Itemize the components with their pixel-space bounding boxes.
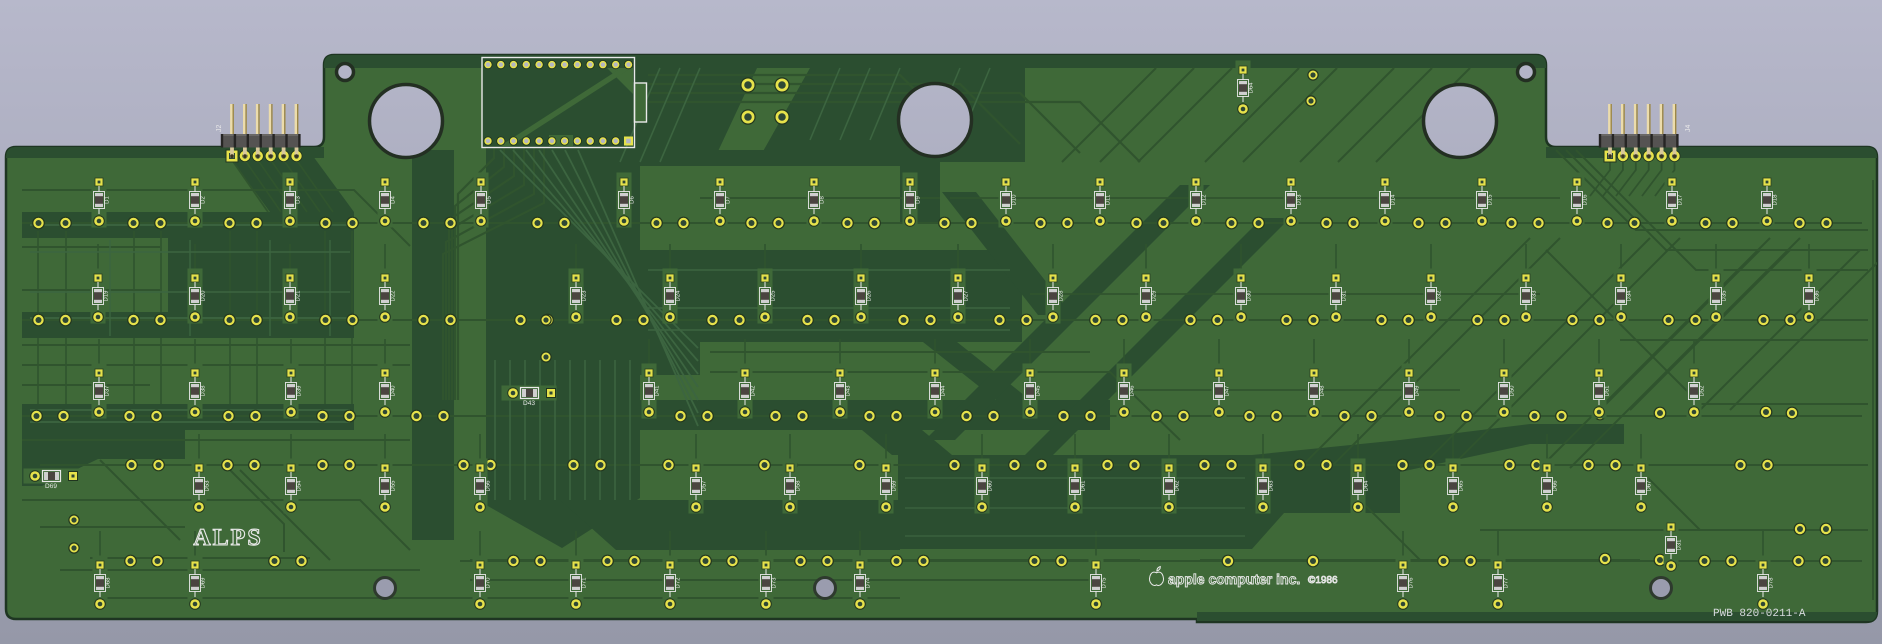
svg-text:D18: D18 <box>1772 194 1779 206</box>
svg-text:D23: D23 <box>581 290 588 302</box>
svg-text:©1986: ©1986 <box>1308 575 1338 586</box>
svg-text:D8: D8 <box>819 196 826 204</box>
svg-text:D72: D72 <box>675 577 682 589</box>
svg-text:D24: D24 <box>675 290 682 302</box>
svg-text:D73: D73 <box>771 577 778 589</box>
svg-text:D52: D52 <box>1699 385 1706 397</box>
svg-text:D36: D36 <box>1814 290 1821 302</box>
svg-text:D9: D9 <box>915 196 922 204</box>
svg-text:PWB 820-0211-A: PWB 820-0211-A <box>1713 608 1806 620</box>
svg-text:J4: J4 <box>1685 125 1692 133</box>
svg-text:D28: D28 <box>1058 290 1065 302</box>
svg-text:D70: D70 <box>485 577 492 589</box>
svg-text:D25: D25 <box>770 290 777 302</box>
svg-text:D53: D53 <box>204 480 211 492</box>
svg-text:D76: D76 <box>1408 577 1415 589</box>
svg-text:D17: D17 <box>1677 194 1684 206</box>
svg-text:D16: D16 <box>1582 194 1589 206</box>
svg-text:D4: D4 <box>390 196 397 204</box>
svg-text:D30: D30 <box>1246 290 1253 302</box>
svg-text:D56: D56 <box>485 480 492 492</box>
svg-text:D45: D45 <box>1035 385 1042 397</box>
svg-text:D61: D61 <box>1080 480 1087 492</box>
svg-text:D10: D10 <box>1011 194 1018 206</box>
svg-text:D7: D7 <box>725 196 732 204</box>
svg-text:D54: D54 <box>296 480 303 492</box>
svg-text:ALPS: ALPS <box>193 525 262 551</box>
svg-text:D60: D60 <box>987 480 994 492</box>
svg-text:D46: D46 <box>1129 385 1136 397</box>
svg-text:D48: D48 <box>1319 385 1326 397</box>
svg-text:D65: D65 <box>1458 480 1465 492</box>
svg-text:D27: D27 <box>963 290 970 302</box>
svg-text:D11: D11 <box>1105 194 1112 205</box>
svg-text:D74: D74 <box>865 577 872 589</box>
svg-text:D34: D34 <box>1626 290 1633 302</box>
svg-text:D22: D22 <box>390 290 397 302</box>
svg-text:D15: D15 <box>1487 194 1494 206</box>
svg-text:D43: D43 <box>845 385 852 397</box>
svg-text:D71: D71 <box>581 577 588 589</box>
svg-text:D12: D12 <box>1201 194 1208 206</box>
svg-text:apple computer inc.: apple computer inc. <box>1168 571 1300 587</box>
svg-text:D35: D35 <box>1721 290 1728 302</box>
svg-text:D29: D29 <box>1151 290 1158 302</box>
svg-text:D21: D21 <box>295 290 302 302</box>
svg-text:D20: D20 <box>200 290 207 302</box>
svg-text:D63: D63 <box>1268 480 1275 492</box>
svg-text:D47: D47 <box>1224 385 1231 397</box>
svg-text:D5: D5 <box>486 196 493 204</box>
svg-text:D49: D49 <box>1414 385 1421 397</box>
svg-text:D55: D55 <box>390 480 397 492</box>
svg-text:D59: D59 <box>891 480 898 492</box>
svg-text:D58: D58 <box>795 480 802 492</box>
svg-text:D1: D1 <box>104 196 111 204</box>
svg-text:D33: D33 <box>1531 290 1538 302</box>
svg-text:D78: D78 <box>1768 577 1775 589</box>
svg-text:D67: D67 <box>1646 480 1653 492</box>
svg-text:J2: J2 <box>216 125 223 133</box>
svg-text:D3: D3 <box>295 196 302 204</box>
svg-text:D14: D14 <box>1390 194 1397 206</box>
svg-text:D66: D66 <box>1552 480 1559 492</box>
svg-text:D41: D41 <box>654 385 661 397</box>
svg-text:D42: D42 <box>750 385 757 397</box>
svg-text:D19: D19 <box>103 290 110 302</box>
svg-text:D6: D6 <box>629 196 636 204</box>
svg-text:D69: D69 <box>45 483 57 490</box>
svg-text:D13: D13 <box>1296 194 1303 206</box>
svg-text:D51: D51 <box>1604 385 1611 397</box>
svg-text:D77: D77 <box>1503 577 1510 589</box>
svg-text:D39: D39 <box>296 385 303 397</box>
svg-text:D2: D2 <box>200 196 207 204</box>
svg-text:D32: D32 <box>1436 290 1443 302</box>
svg-text:D64: D64 <box>1363 480 1370 492</box>
svg-text:D75: D75 <box>1101 577 1108 589</box>
svg-text:D44: D44 <box>940 385 947 397</box>
svg-text:D31: D31 <box>1341 290 1348 302</box>
svg-text:D38: D38 <box>200 385 207 397</box>
svg-text:D69: D69 <box>200 577 207 589</box>
svg-text:D50: D50 <box>1509 385 1516 397</box>
svg-text:D40: D40 <box>390 385 397 397</box>
svg-text:D43: D43 <box>523 400 535 407</box>
svg-text:D64: D64 <box>1248 82 1255 94</box>
svg-text:D57: D57 <box>701 480 708 492</box>
svg-text:D62: D62 <box>1174 480 1181 492</box>
svg-text:D31: D31 <box>1676 539 1683 551</box>
svg-text:D68: D68 <box>105 577 112 589</box>
svg-text:D26: D26 <box>866 290 873 302</box>
svg-text:D37: D37 <box>104 385 111 397</box>
